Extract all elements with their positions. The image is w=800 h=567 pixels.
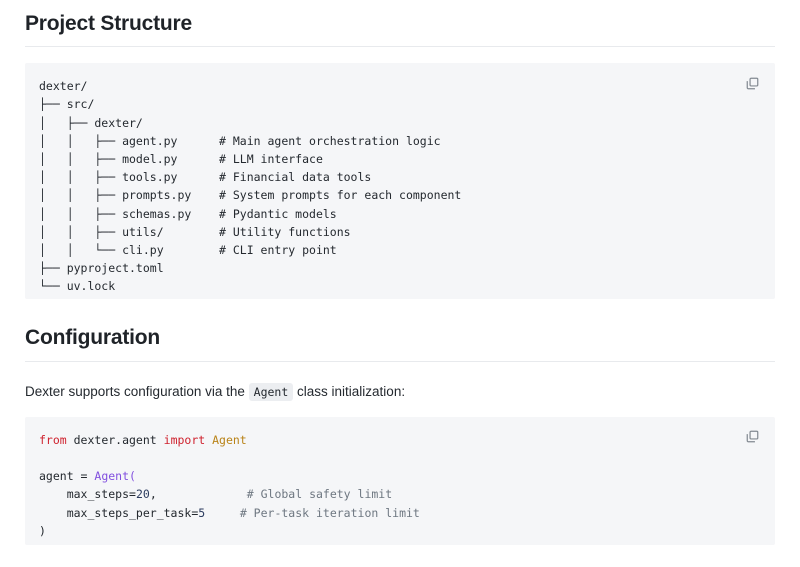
code-block-configuration: from dexter.agent import Agent agent = A… — [25, 416, 775, 545]
project-tree: dexter/ ├── src/ │ ├── dexter/ │ │ ├── a… — [39, 79, 462, 294]
configuration-description: Dexter supports configuration via the Ag… — [25, 382, 775, 402]
description-text-before: Dexter supports configuration via the — [25, 383, 245, 399]
document-page: Project Structure dexter/ ├── src/ │ ├──… — [25, 0, 775, 545]
heading-divider — [25, 360, 775, 362]
copy-icon[interactable] — [741, 72, 763, 94]
page-title: Project Structure — [25, 12, 192, 35]
python-code-sample: from dexter.agent import Agent agent = A… — [39, 432, 420, 538]
copy-icon[interactable] — [741, 426, 763, 448]
section-project-structure: Project Structure — [25, 0, 775, 48]
heading-divider — [25, 46, 775, 48]
description-text-after: class initialization: — [297, 383, 406, 399]
section-title-configuration: Configuration — [25, 326, 161, 350]
inline-code-agent: Agent — [248, 382, 294, 401]
code-block-project-structure: dexter/ ├── src/ │ ├── dexter/ │ │ ├── a… — [25, 63, 775, 300]
section-configuration: Configuration — [25, 299, 775, 362]
